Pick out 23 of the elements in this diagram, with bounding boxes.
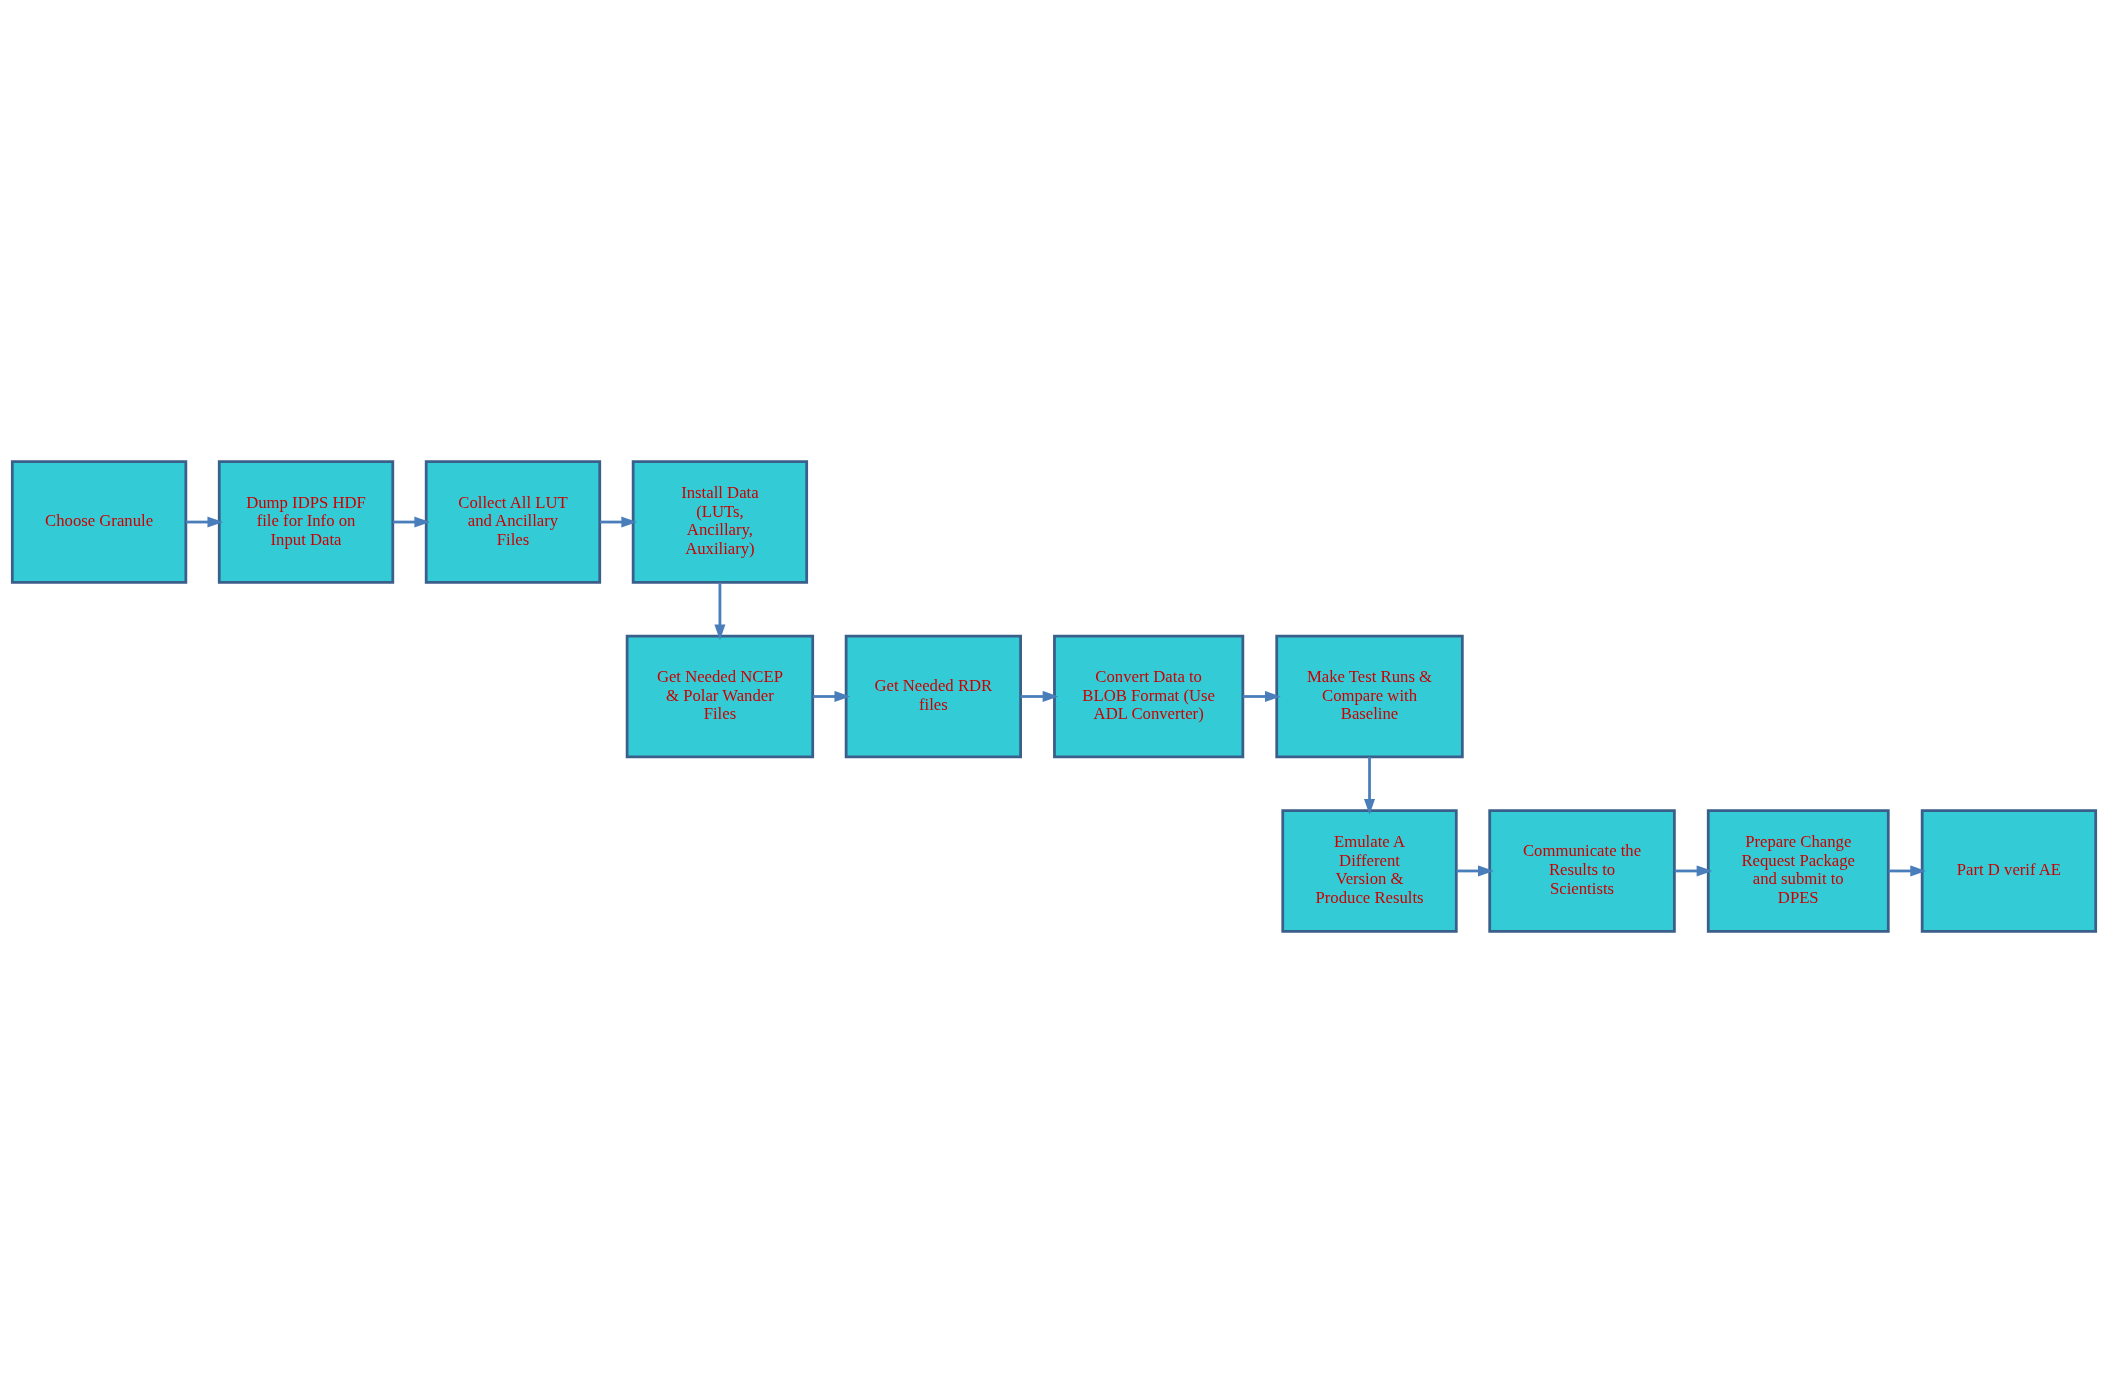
node-box: Communicate the Results to Scientists: [1488, 808, 1676, 933]
node-box: Get Needed NCEP & Polar Wander Files: [625, 634, 815, 758]
arrow: [1364, 756, 1376, 815]
arrow: [1888, 864, 1927, 876]
arrow: [1456, 864, 1494, 876]
node-box: Get Needed RDR files: [844, 634, 1022, 758]
arrow: [812, 690, 851, 702]
node-box: Choose Granule: [10, 459, 188, 584]
node-box: Collect All LUT and Ancillary Files: [424, 459, 602, 584]
node-box: Dump IDPS HDF file for Info on Input Data: [217, 459, 395, 584]
arrow: [1674, 864, 1713, 876]
node-box: Part D verif AE: [1920, 808, 2098, 933]
node-box: Emulate A Different Version & Produce Results: [1281, 808, 1458, 933]
arrow: [599, 516, 638, 528]
node-box: Install Data (LUTs, Ancillary, Auxiliary): [631, 459, 809, 584]
node-box: Make Test Runs & Compare with Baseline: [1275, 634, 1464, 758]
arrow: [1242, 690, 1281, 702]
arrow: [185, 516, 224, 528]
arrow: [1020, 690, 1059, 702]
node-box: Convert Data to BLOB Format (Use ADL Converter): [1053, 634, 1245, 758]
arrow: [714, 582, 726, 640]
node-box: Prepare Change Request Package and submit to DPES: [1706, 808, 1890, 933]
arrow: [392, 516, 431, 528]
